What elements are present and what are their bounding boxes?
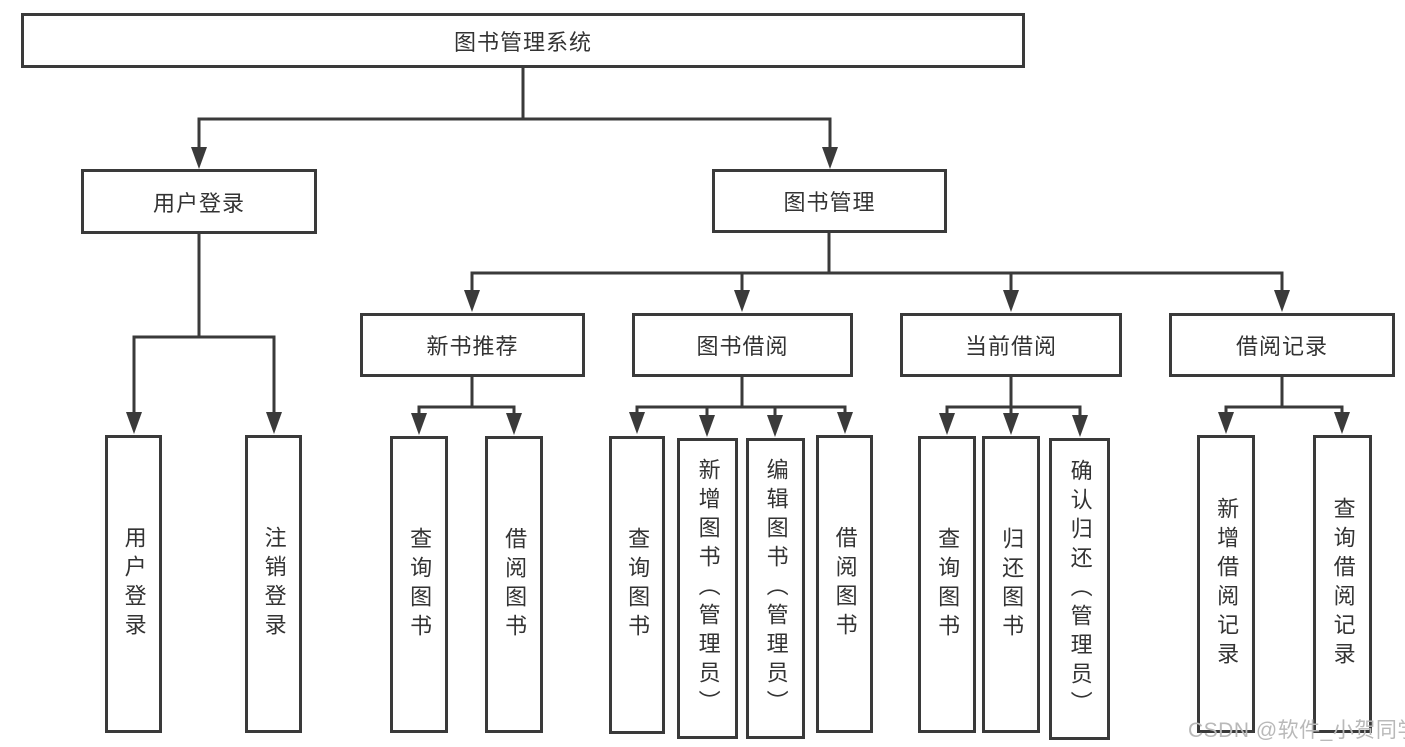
leaf-borrow-books: 借阅图书	[485, 436, 543, 733]
node-book-management: 图书管理	[712, 169, 947, 233]
leaf-add-book-admin: 新增图书（管理员）	[677, 438, 738, 739]
node-root-system: 图书管理系统	[21, 13, 1025, 68]
leaf-borrow-books: 借阅图书	[816, 435, 873, 733]
arrowhead-icons	[126, 147, 1350, 437]
leaf-logout-login: 注销登录	[245, 435, 302, 733]
node-user-login: 用户登录	[81, 169, 317, 234]
node-current-borrow: 当前借阅	[900, 313, 1122, 377]
leaf-user-login: 用户登录	[105, 435, 162, 733]
leaf-add-borrow-record: 新增借阅记录	[1197, 435, 1255, 733]
leaf-query-books: 查询图书	[390, 436, 448, 733]
leaf-label: 新增图书（管理员）	[695, 458, 721, 719]
node-book-borrow: 图书借阅	[632, 313, 853, 377]
leaf-label: 新增借阅记录	[1214, 497, 1240, 671]
leaf-confirm-return-admin: 确认归还（管理员）	[1049, 438, 1110, 740]
leaf-label: 确认归还（管理员）	[1067, 458, 1093, 720]
leaf-label: 借阅图书	[502, 526, 528, 643]
leaf-query-borrow-record: 查询借阅记录	[1313, 435, 1372, 733]
leaf-label: 注销登录	[261, 526, 287, 642]
node-borrow-records: 借阅记录	[1169, 313, 1395, 377]
leaf-label: 借阅图书	[832, 526, 858, 642]
leaf-label: 编辑图书（管理员）	[763, 458, 789, 719]
leaf-label: 归还图书	[999, 526, 1025, 643]
leaf-query-books: 查询图书	[609, 436, 665, 734]
leaf-label: 查询图书	[625, 527, 651, 643]
leaf-label: 查询图书	[935, 526, 961, 643]
leaf-label: 查询图书	[407, 526, 433, 643]
leaf-edit-book-admin: 编辑图书（管理员）	[746, 438, 805, 739]
leaf-label: 查询借阅记录	[1330, 497, 1356, 671]
watermark: CSDN @软件_小贺同学	[1188, 719, 1405, 742]
node-new-book-recommend: 新书推荐	[360, 313, 585, 377]
leaf-label: 用户登录	[121, 526, 147, 642]
leaf-return-books: 归还图书	[982, 436, 1040, 733]
leaf-query-books: 查询图书	[918, 436, 976, 733]
